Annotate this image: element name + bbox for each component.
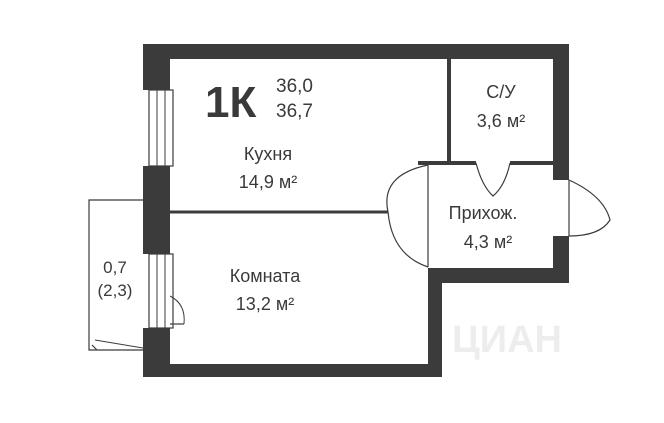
bathroom-name: С/У	[486, 82, 516, 102]
kitchen-name: Кухня	[244, 144, 292, 164]
room-area: 13,2 м²	[236, 294, 294, 314]
balcony-door-swing	[169, 295, 185, 325]
balcony-rail	[94, 339, 144, 349]
hallway-door-left-swing	[386, 164, 429, 268]
apartment-type: 1К	[205, 78, 256, 127]
bathroom-area: 3,6 м²	[477, 111, 525, 131]
wall-left-middle	[143, 166, 170, 254]
wall-notch-horizontal	[428, 268, 569, 283]
hallway-area: 4,3 м²	[464, 232, 512, 252]
balcony-area-full: (2,3)	[98, 281, 133, 300]
balcony-outline	[88, 199, 143, 351]
kitchen-area: 14,9 м²	[239, 172, 297, 192]
window-room	[148, 253, 174, 329]
room-name: Комната	[230, 266, 301, 286]
apartment-area-total: 36,0	[276, 76, 313, 97]
wall-top	[143, 44, 569, 59]
window-kitchen	[148, 89, 174, 167]
wall-right-top	[553, 44, 569, 180]
wall-left-top	[143, 44, 170, 90]
entry-door-swing	[568, 179, 611, 237]
hallway-name: Прихож.	[449, 203, 518, 223]
wall-bottom	[143, 364, 442, 377]
balcony-area: 0,7	[103, 258, 127, 277]
watermark: ЦИАН	[452, 319, 562, 361]
wall-notch-vertical	[428, 268, 442, 377]
bathroom-door-swing	[475, 162, 511, 197]
balcony-rail-end	[91, 344, 98, 351]
apartment-area-with-balcony: 36,7	[276, 101, 313, 122]
